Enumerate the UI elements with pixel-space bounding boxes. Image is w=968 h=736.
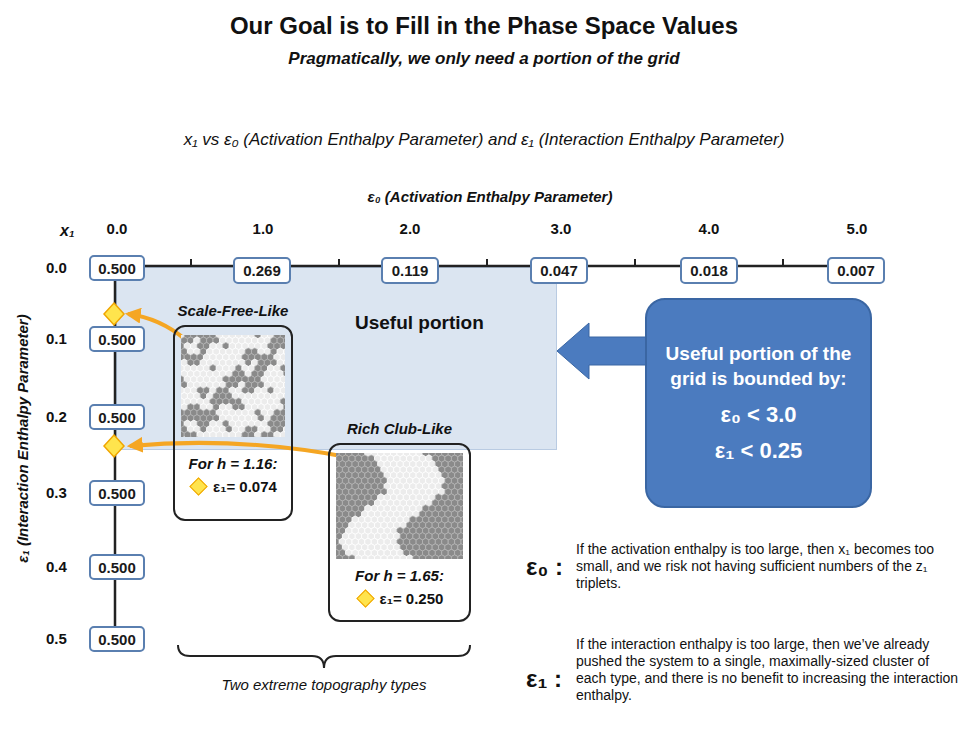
tick-label: 0.3 (46, 484, 82, 501)
node-text: 0.047 (540, 262, 578, 279)
value-box: 0.047 (530, 257, 588, 284)
box-heading: Rich Club-Like (310, 420, 489, 437)
node-text: 0.500 (98, 331, 136, 348)
node-text: 0.269 (243, 262, 281, 279)
axis-title: ε₀ (Activation Enthalpy Parameter) (330, 188, 650, 205)
tick (338, 259, 340, 266)
node-text: ε₀ < 3.0 (720, 402, 796, 428)
tick-label: 0.2 (46, 408, 82, 425)
brace (178, 645, 470, 668)
subtitle: Pragmatically, we only need a portion of… (0, 49, 968, 69)
hex-lattice (181, 335, 285, 437)
node-text: ε₁ < 0.25 (715, 438, 802, 464)
node-text: ε₁= 0.074 (189, 478, 277, 495)
tick-label: 0.1 (46, 330, 82, 347)
tick (782, 259, 784, 266)
value-box: 0.018 (680, 257, 738, 284)
value-box: 0.500 (89, 480, 145, 506)
note: If the interaction enthalpy is too large… (576, 636, 960, 704)
axis-title: ε₁ (Interaction Enthalpy Parameter) (14, 279, 31, 599)
callout-box: Useful portion of the grid is bounded by… (645, 298, 872, 508)
tick-label: 5.0 (835, 220, 879, 237)
tick-label: 4.0 (687, 220, 731, 237)
node-text: 0.007 (837, 262, 875, 279)
box-heading: Scale-Free-Like (155, 302, 311, 319)
x-axis (115, 265, 882, 268)
hex-lattice (336, 453, 463, 559)
block-arrow (557, 323, 647, 379)
topography-box: Rich Club-LikeFor h = 1.65:ε₁= 0.250 (328, 443, 471, 622)
node-text: For h = 1.65: (330, 567, 469, 584)
tick-label: 1.0 (241, 220, 285, 237)
value-box: 0.007 (827, 257, 885, 284)
node-text: Useful portion of the grid is bounded by… (661, 342, 856, 391)
value-box: 0.269 (233, 257, 291, 284)
node-text: 0.119 (392, 262, 429, 279)
tick-label: 0.0 (46, 259, 82, 276)
tick-label: 0.4 (46, 558, 82, 575)
axis-label: x₁ (60, 222, 90, 240)
tick-label: 0.0 (95, 220, 139, 237)
value-box: 0.500 (89, 255, 145, 281)
node-text: ε₁= 0.250 (356, 590, 444, 607)
value-box: 0.119 (381, 257, 439, 284)
note: If the activation enthalpy is too large,… (576, 541, 956, 592)
node-text: 0.018 (690, 262, 728, 279)
tick (634, 259, 636, 266)
note-symbol: ε₀ : (526, 553, 574, 581)
tick-label: 2.0 (388, 220, 432, 237)
tick-label: 0.5 (46, 630, 82, 647)
tick (190, 259, 192, 266)
node-text: For h = 1.16: (175, 455, 291, 472)
title: Our Goal is to Fill in the Phase Space V… (0, 12, 968, 40)
tick-label: 3.0 (539, 220, 583, 237)
note-symbol: ε₁ : (526, 665, 574, 693)
value-box: 0.500 (89, 326, 145, 352)
node-text: 0.500 (98, 260, 136, 277)
topography-box: Scale-Free-LikeFor h = 1.16:ε₁= 0.074 (173, 325, 293, 521)
value-box: 0.500 (89, 626, 145, 652)
value-box: 0.500 (89, 404, 145, 430)
bracket-label: Two extreme topography types (174, 676, 474, 693)
axis-ticks (117, 259, 857, 266)
value-box: 0.500 (89, 554, 145, 580)
tick (486, 259, 488, 266)
subheading: x₁ vs ε₀ (Activation Enthalpy Parameter)… (0, 130, 968, 150)
node-text: 0.500 (98, 409, 136, 426)
node-text: 0.500 (98, 631, 136, 648)
node-text: 0.500 (98, 485, 136, 502)
node-text: 0.500 (98, 559, 136, 576)
